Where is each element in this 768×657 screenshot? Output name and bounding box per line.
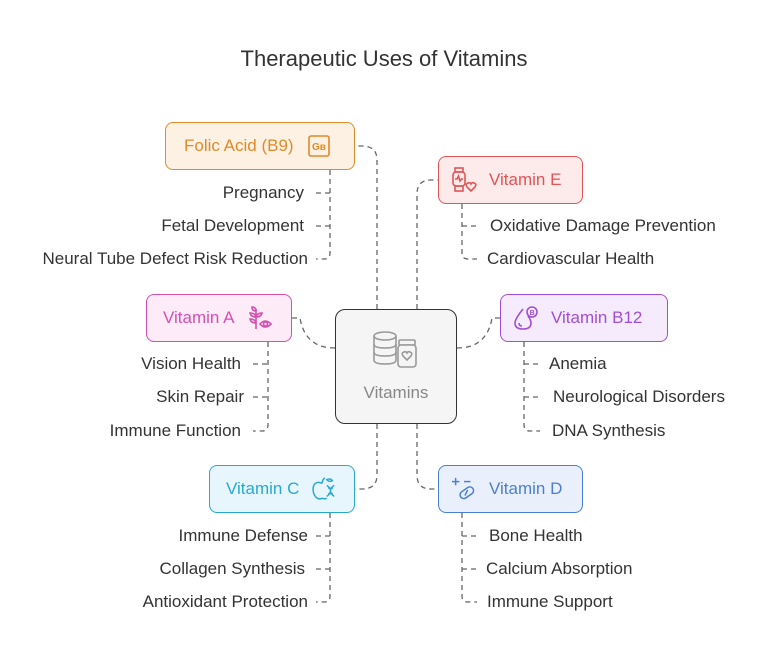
diagram-title: Therapeutic Uses of Vitamins [240, 46, 528, 71]
folic-item: Neural Tube Defect Risk Reduction [42, 249, 308, 268]
node-label: Vitamin E [489, 170, 562, 189]
folate-molecule-icon: Gв [306, 133, 332, 159]
node-label: Vitamin D [489, 479, 563, 498]
node-label: Vitamin C [226, 479, 300, 498]
folic-item: Pregnancy [222, 183, 304, 202]
node-vitamin-a[interactable]: Vitamin A [146, 294, 292, 342]
node-vitamin-b12[interactable]: B Vitamin B12 [500, 294, 668, 342]
vitamin-d-item: Calcium Absorption [486, 559, 633, 578]
svg-text:Gв: Gв [312, 142, 326, 153]
node-folic-acid[interactable]: Folic Acid (B9) Gв [165, 122, 355, 170]
vitamin-b12-item: Anemia [549, 354, 607, 373]
vitamin-a-item: Vision Health [141, 354, 241, 373]
vitamin-e-item: Cardiovascular Health [487, 249, 655, 268]
vitamin-e-item: Oxidative Damage Prevention [490, 216, 716, 235]
vitamin-c-item: Immune Defense [178, 526, 308, 545]
vitamin-c-item: Antioxidant Protection [142, 592, 308, 611]
node-vitamin-e[interactable]: Vitamin E [438, 156, 583, 204]
center-label: Vitamins [363, 383, 429, 402]
vitamin-a-item: Skin Repair [156, 387, 244, 406]
plant-eye-icon [247, 305, 273, 331]
node-label: Vitamin A [163, 308, 235, 327]
node-label: Folic Acid (B9) [184, 136, 294, 155]
vitamin-a-item: Immune Function [109, 421, 241, 440]
smartwatch-heart-icon [451, 167, 477, 193]
database-supplement-icon [371, 330, 421, 375]
vitamin-d-item: Immune Support [487, 592, 613, 611]
vitamin-b12-item: Neurological Disorders [553, 387, 725, 406]
node-label: Vitamin B12 [551, 308, 643, 327]
vitamin-d-item: Bone Health [489, 526, 583, 545]
drop-b-icon: B [513, 305, 539, 331]
plus-minus-pill-icon [451, 476, 477, 502]
folic-item: Fetal Development [161, 216, 304, 235]
vitamin-c-item: Collagen Synthesis [159, 559, 305, 578]
vitamin-b12-item: DNA Synthesis [552, 421, 666, 440]
node-vitamin-d[interactable]: Vitamin D [438, 465, 583, 513]
node-vitamin-c[interactable]: Vitamin C [209, 465, 355, 513]
svg-text:B: B [530, 310, 535, 317]
apple-dna-icon [311, 476, 337, 502]
center-node-vitamins[interactable]: Vitamins [335, 309, 457, 424]
